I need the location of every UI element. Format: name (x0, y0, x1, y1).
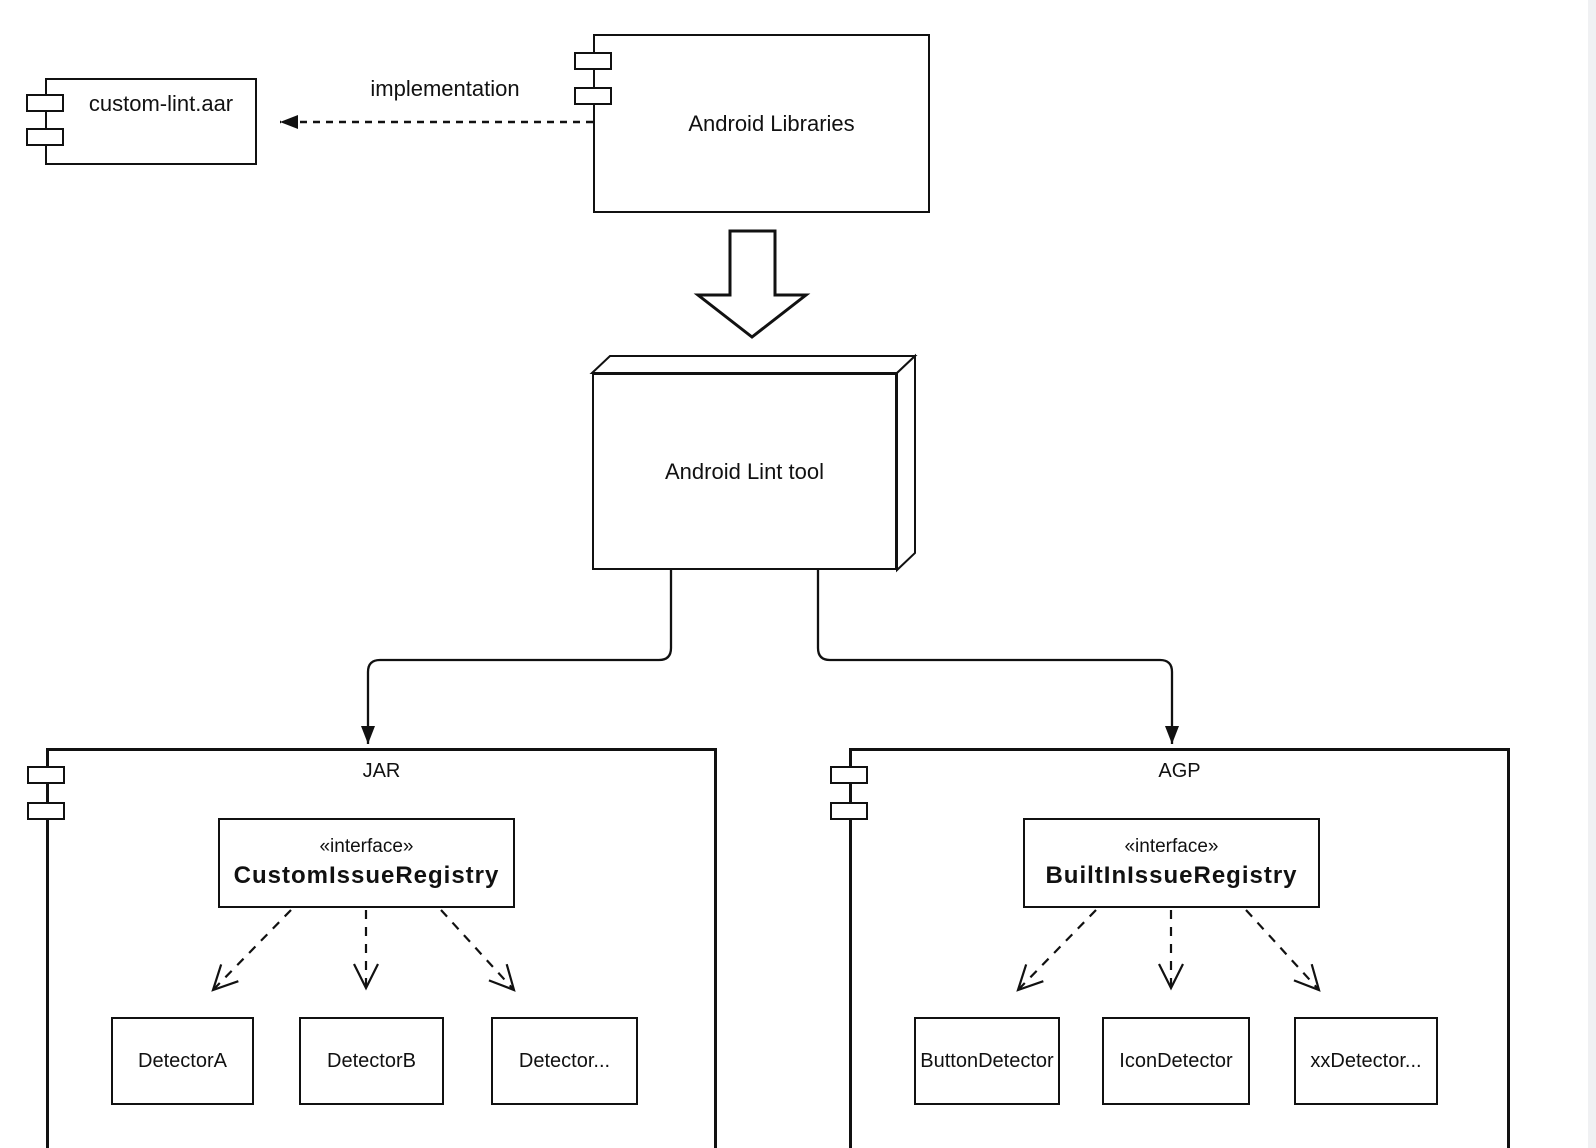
node-android-lint-tool (592, 373, 897, 570)
node-detector-a-label: DetectorA (138, 1049, 227, 1072)
group-jar-label: JAR (362, 760, 401, 782)
edge-registry-to-detector-a (211, 909, 292, 992)
node-custom-lint-aar-label: custom-lint.aar (88, 91, 234, 116)
component-icon-port (26, 94, 64, 112)
node-android-libraries-label: Android Libraries (688, 110, 855, 136)
node-built-in-issue-registry: «interface» BuiltInIssueRegistry (1023, 818, 1320, 908)
node-custom-lint-aar (45, 78, 257, 165)
component-icon-port (574, 87, 612, 105)
lint-tool-top-face (589, 355, 918, 374)
component-icon-port (830, 802, 868, 820)
node-android-lint-tool-label: Android Lint tool (665, 458, 824, 484)
component-icon-port (574, 52, 612, 70)
node-icon-detector: IconDetector (1102, 1017, 1250, 1105)
interface-name: BuiltInIssueRegistry (1045, 862, 1298, 889)
node-button-detector: ButtonDetector (914, 1017, 1060, 1105)
group-agp-label: AGP (1158, 760, 1201, 782)
node-detector-more-label: Detector... (518, 1049, 611, 1072)
node-detector-b-label: DetectorB (327, 1049, 416, 1072)
node-xx-detector: xxDetector... (1294, 1017, 1438, 1105)
component-icon-port (830, 766, 868, 784)
lint-tool-right-face (896, 353, 916, 573)
node-button-detector-label: ButtonDetector (920, 1049, 1054, 1072)
component-icon-port (27, 766, 65, 784)
edge-registry-to-button-detector (1016, 909, 1097, 992)
edge-lint-to-jar (361, 570, 673, 744)
node-xx-detector-label: xxDetector... (1310, 1049, 1422, 1072)
node-detector-a: DetectorA (111, 1017, 254, 1105)
stereotype-label: «interface» (1124, 836, 1219, 857)
interface-name: CustomIssueRegistry (233, 862, 500, 889)
screenshot-right-edge-strip (1588, 0, 1596, 1148)
node-detector-more: Detector... (491, 1017, 638, 1105)
block-arrow-down (693, 229, 811, 339)
component-icon-port (27, 802, 65, 820)
node-custom-issue-registry: «interface» CustomIssueRegistry (218, 818, 515, 908)
edge-registry-to-detector-more (440, 909, 516, 992)
edge-lint-to-agp (816, 570, 1179, 744)
edge-registry-to-xx-detector (1245, 909, 1321, 992)
component-icon-port (26, 128, 64, 146)
stereotype-label: «interface» (319, 836, 414, 857)
node-icon-detector-label: IconDetector (1119, 1049, 1233, 1072)
node-android-libraries (593, 34, 930, 213)
edge-implementation-label: implementation (370, 76, 520, 101)
node-detector-b: DetectorB (299, 1017, 444, 1105)
